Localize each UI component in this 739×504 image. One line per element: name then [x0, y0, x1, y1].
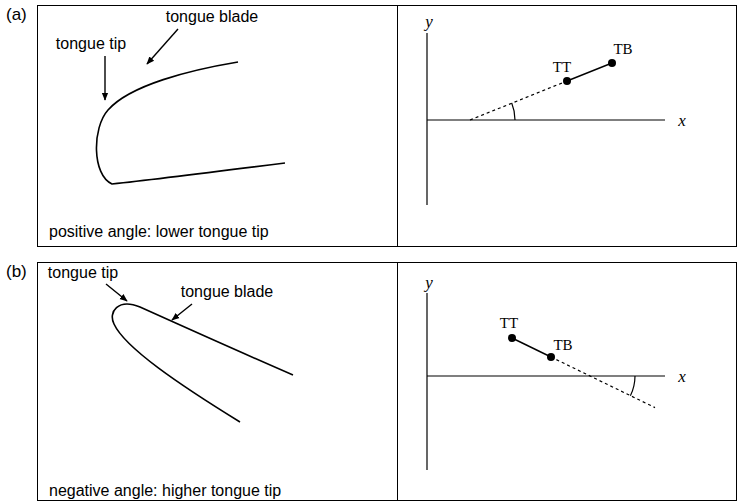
point-dot: [608, 59, 616, 67]
angle-arc: [630, 376, 635, 396]
part-label: tongue tip: [48, 264, 118, 282]
point-label: TB: [613, 41, 632, 58]
tongue-outline: [96, 62, 285, 184]
tongue-segment: [567, 63, 612, 81]
y-axis: [426, 33, 427, 205]
x-axis: [427, 375, 665, 376]
axis-label: y: [425, 13, 433, 32]
extension-line: [470, 81, 567, 120]
leader-arrow: [147, 29, 178, 64]
point-label: TT: [500, 315, 518, 332]
coordinate-panel: y x TT TB: [397, 262, 737, 501]
point-label: TB: [553, 337, 572, 354]
panel-caption: negative angle: higher tongue tip: [49, 482, 281, 500]
axis-label: y: [425, 274, 433, 293]
leader-arrow: [106, 284, 127, 301]
panel-caption: positive angle: lower tongue tip: [49, 223, 269, 241]
point-label: TT: [553, 59, 571, 76]
point-dot: [547, 353, 555, 361]
axis-label: x: [678, 368, 686, 387]
coordinate-panel: y x TT TB: [397, 5, 737, 247]
part-label: tongue blade: [166, 8, 259, 26]
point-dot: [508, 334, 516, 342]
drawing-panel: tongue tip tongue blade positive angle: lo…: [37, 5, 398, 247]
panel-letter: (a): [6, 6, 27, 25]
extension-line: [551, 357, 655, 408]
part-label: tongue tip: [56, 35, 126, 53]
y-axis: [426, 293, 427, 470]
axis-label: x: [678, 112, 686, 131]
leader-arrow: [172, 304, 192, 320]
angle-arc: [512, 103, 515, 120]
tongue-outline: [112, 304, 293, 422]
part-label: tongue blade: [181, 283, 274, 301]
x-axis: [427, 119, 665, 120]
leader-arrow: [104, 56, 105, 100]
drawing-panel: tongue tip tongue blade negative angle: hi…: [37, 262, 398, 501]
point-dot: [563, 77, 571, 85]
panel-letter: (b): [6, 263, 27, 282]
tongue-segment: [512, 338, 551, 357]
